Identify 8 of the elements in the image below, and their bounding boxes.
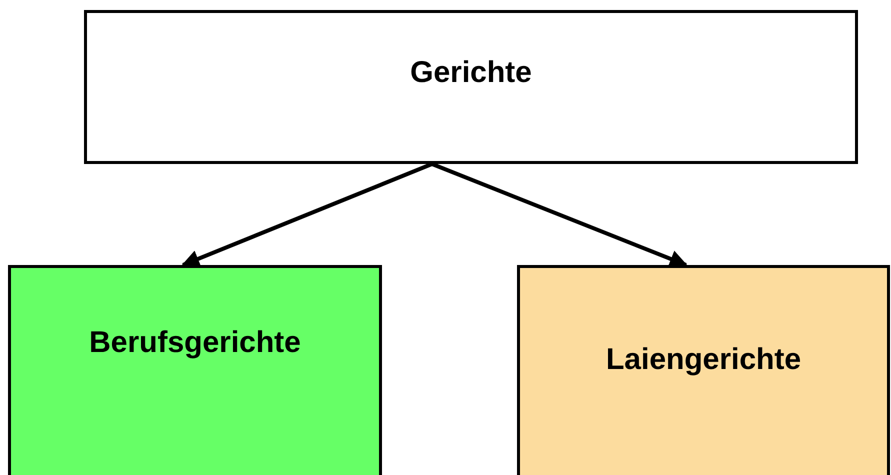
category-box <box>84 10 858 164</box>
category-box <box>517 265 890 475</box>
node-label: Gerichte <box>410 55 532 91</box>
arrow <box>181 162 433 268</box>
category-box <box>8 265 382 475</box>
arrow <box>431 162 688 268</box>
node-label: Berufsgerichte <box>89 325 301 361</box>
node-label: Laiengerichte <box>606 342 802 378</box>
